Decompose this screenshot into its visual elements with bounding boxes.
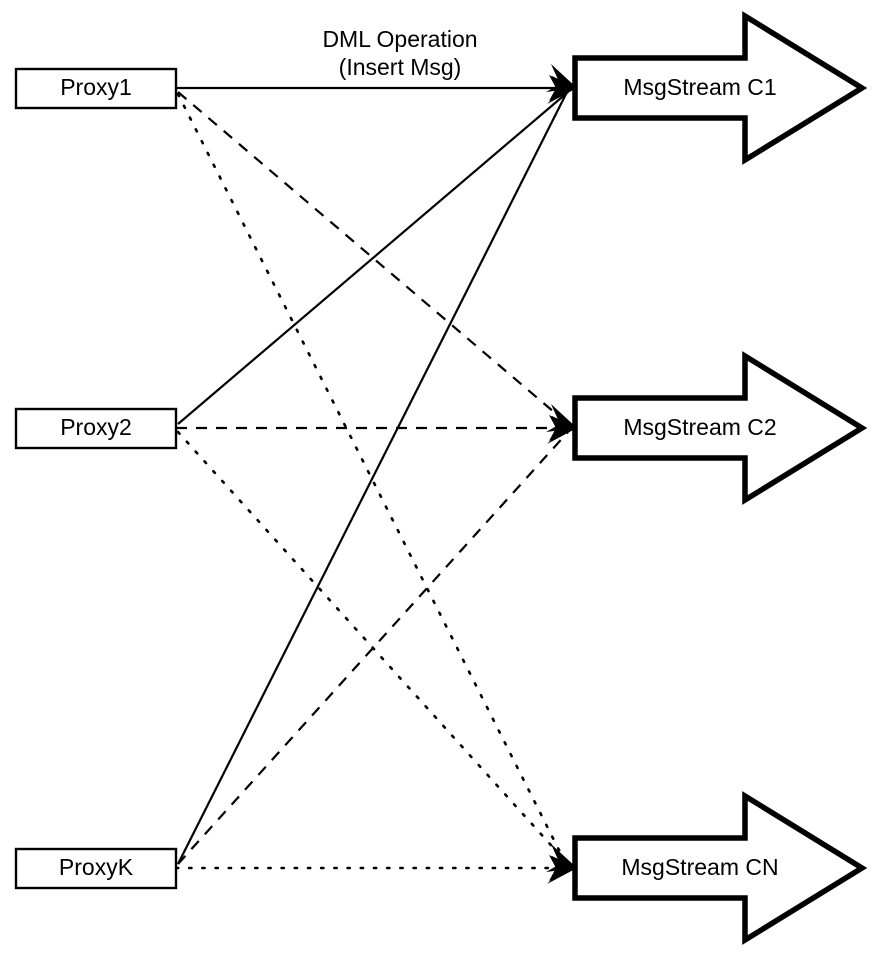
arrowhead-c2 <box>546 404 577 444</box>
stream-node-c2[interactable]: MsgStream C2 <box>572 351 868 505</box>
edge-proxy1-to-c2 <box>177 91 569 425</box>
edge-proxy2-to-c1 <box>177 91 569 425</box>
source-node-label: ProxyK <box>59 854 134 880</box>
source-node-proxy1[interactable]: Proxy1 <box>14 67 178 110</box>
edge-proxyK-to-c2 <box>177 431 569 865</box>
stream-node-label: MsgStream C1 <box>623 74 776 100</box>
arrowhead-group <box>546 64 577 884</box>
source-node-proxy2[interactable]: Proxy2 <box>14 407 178 450</box>
stream-node-cn[interactable]: MsgStream CN <box>572 791 868 945</box>
arrowhead-c1 <box>546 64 577 104</box>
edge-caption: DML Operation (Insert Msg) <box>322 26 477 80</box>
edge-proxyK-to-c1 <box>177 93 567 865</box>
stream-node-label: MsgStream C2 <box>623 414 776 440</box>
block-arrow-icon <box>572 11 868 165</box>
edge-group <box>174 86 572 870</box>
caption-line-1: DML Operation <box>322 26 477 52</box>
source-node-label: Proxy2 <box>60 414 132 440</box>
stream-node-label: MsgStream CN <box>621 854 778 880</box>
stream-node-c1[interactable]: MsgStream C1 <box>572 11 868 165</box>
block-arrow-icon <box>572 351 868 505</box>
source-node-label: Proxy1 <box>60 74 132 100</box>
block-arrow-icon <box>572 791 868 945</box>
arrowhead-cn <box>546 844 577 884</box>
source-node-proxyk[interactable]: ProxyK <box>14 847 178 890</box>
caption-line-2: (Insert Msg) <box>339 54 462 80</box>
